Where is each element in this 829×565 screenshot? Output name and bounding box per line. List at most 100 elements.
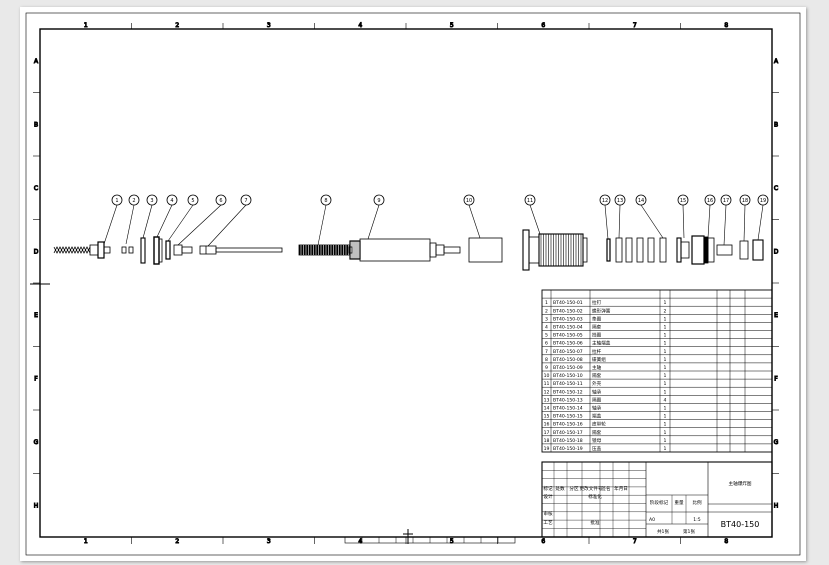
title-block-label: 年月日	[614, 485, 628, 492]
balloon	[614, 194, 626, 206]
bom-part-name: 端盖	[592, 413, 602, 420]
bom-part-code: BT40-150-08	[553, 357, 583, 363]
bom-item-number: 10	[544, 373, 550, 379]
grid-column-label: 7	[633, 538, 637, 545]
bom-part-code: BT40-150-15	[553, 414, 583, 420]
leader-line	[317, 204, 327, 246]
grid-row-label: D	[774, 248, 779, 255]
bom-item-number: 2	[545, 308, 548, 314]
rear-spacer	[716, 244, 733, 256]
housing-flange	[522, 229, 530, 271]
title-block-label: 更改文件号	[580, 485, 603, 492]
grid-column-label: 5	[450, 22, 454, 29]
balloon	[524, 194, 536, 206]
bom-part-name: 压盖	[592, 445, 602, 452]
balloon	[320, 194, 332, 206]
leader-line	[604, 204, 609, 240]
balloon	[187, 194, 199, 206]
balloon-number: 12	[602, 198, 608, 204]
pulley-groove	[703, 236, 709, 264]
grid-column-label: 3	[267, 22, 271, 29]
balloon	[677, 194, 689, 206]
bom-quantity: 1	[664, 389, 667, 395]
grid-row-label: G	[774, 439, 779, 446]
spacer-ring	[647, 237, 655, 263]
leader-line	[707, 204, 711, 239]
bom-item-number: 13	[544, 397, 550, 403]
spindle-step	[435, 244, 445, 256]
bom-item-number: 15	[544, 414, 550, 420]
leader-line	[618, 204, 621, 239]
bom-quantity: 1	[664, 325, 667, 331]
grid-row-label: C	[774, 185, 778, 192]
balloon-number: 16	[707, 198, 713, 204]
bom-part-code: BT40-150-06	[553, 341, 583, 347]
balloon	[240, 194, 252, 206]
bom-part-code: BT40-150-14	[553, 406, 583, 412]
balloon-number: 10	[466, 198, 472, 204]
spacer-sleeve	[153, 236, 160, 265]
balloon-number: 7	[244, 198, 247, 204]
balloon-number: 8	[324, 198, 327, 204]
balloon-number: 14	[638, 198, 644, 204]
grid-column-label: 1	[84, 22, 88, 29]
bom-item-number: 3	[545, 316, 548, 322]
bom-part-name: 轴承	[592, 388, 602, 395]
bom-part-code: BT40-150-03	[553, 316, 583, 322]
leader-line	[167, 204, 194, 242]
bom-part-code: BT40-150-04	[553, 325, 583, 331]
title-block-label: 标准化	[588, 493, 602, 500]
bom-item-number: 8	[545, 357, 548, 363]
balloon	[373, 194, 385, 206]
disc-spring	[121, 246, 127, 254]
bom-item-number: 14	[544, 406, 550, 412]
leader-line	[757, 204, 764, 241]
bom-item-number: 4	[545, 325, 548, 331]
title-block-border	[541, 461, 773, 538]
end-cover-hub	[680, 241, 690, 259]
bom-part-name: 轴承	[592, 405, 602, 412]
balloon	[757, 194, 769, 206]
bom-part-name: 拉杆	[592, 348, 602, 355]
bom-part-name: 锁母	[592, 437, 602, 444]
bom-part-code: BT40-150-01	[553, 300, 583, 306]
grid-column-label: 7	[633, 22, 637, 29]
leader-line	[529, 204, 541, 235]
balloon	[720, 194, 732, 206]
balloon-number: 9	[377, 198, 380, 204]
disc-spring-stack	[298, 244, 350, 256]
drawing-code: BT40-150	[721, 520, 760, 529]
bom-part-code: BT40-150-17	[553, 430, 583, 436]
grid-row-label: C	[34, 185, 38, 192]
bom-quantity: 1	[664, 341, 667, 347]
balloon	[599, 194, 611, 206]
grid-row-label: B	[774, 121, 778, 128]
leader-line	[468, 204, 481, 239]
housing-end	[582, 237, 588, 263]
leader-line	[743, 204, 746, 242]
balloon	[215, 194, 227, 206]
weight-label: 重量	[674, 499, 684, 506]
bom-part-code: BT40-150-05	[553, 333, 583, 339]
leader-line	[125, 204, 135, 245]
leader-line	[142, 204, 153, 239]
balloon	[146, 194, 158, 206]
balloon-number: 1	[115, 198, 118, 204]
grid-column-label: 1	[84, 538, 88, 545]
grid-column-label: 8	[724, 22, 728, 29]
grid-row-label: F	[34, 375, 38, 382]
bom-part-name: 隔套	[592, 324, 602, 331]
bom-part-code: BT40-150-02	[553, 308, 583, 314]
end-cap	[173, 244, 183, 256]
grid-row-label: E	[34, 312, 38, 319]
balloon-number: 18	[742, 198, 748, 204]
title-block-label: 分区	[569, 485, 579, 492]
bom-quantity: 1	[664, 422, 667, 428]
bom-item-number: 5	[545, 333, 548, 339]
balloon	[704, 194, 716, 206]
spacer-sleeve-lip	[158, 238, 163, 263]
bom-item-number: 18	[544, 438, 550, 444]
title-block-label: 处数	[555, 485, 565, 492]
